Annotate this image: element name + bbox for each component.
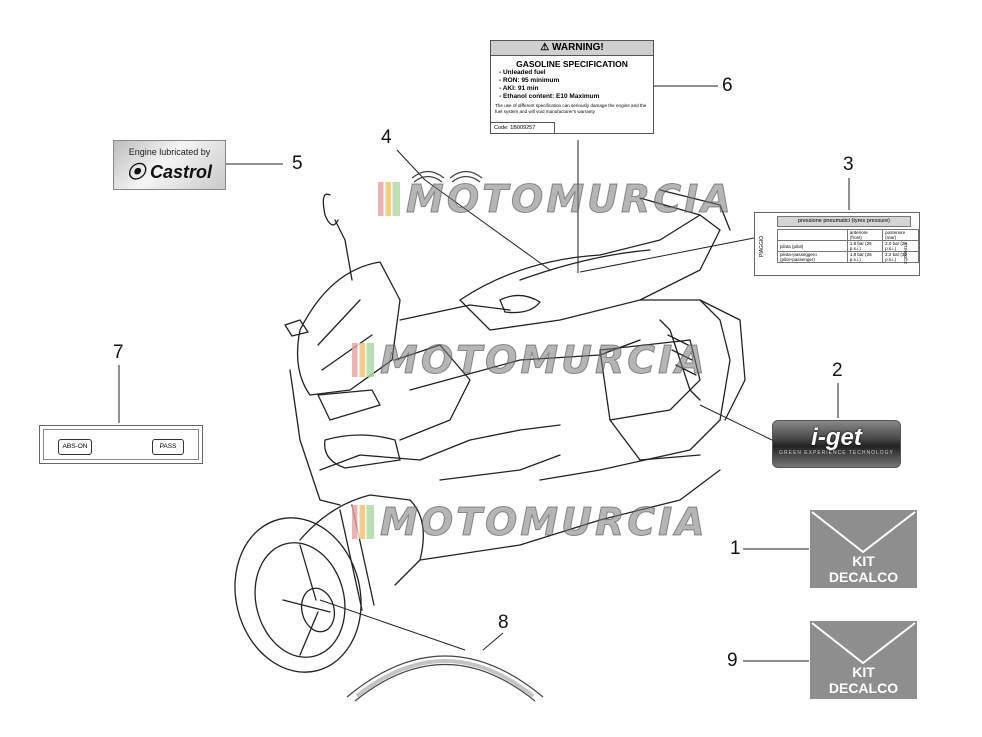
decal-4-left (411, 170, 445, 179)
decal-8-strip (346, 655, 544, 698)
watermark: MOTOMURCIA (378, 177, 734, 222)
warning-title: GASOLINE SPECIFICATION (516, 59, 628, 69)
tyre-pressure-label-part-3: pressione pneumatici (tyres pressure) PI… (754, 212, 920, 276)
tyre-brand: PIAGGIO (759, 235, 765, 257)
seat (459, 214, 721, 331)
iget-logo: i-get (811, 424, 862, 451)
warning-line: - AKI: 91 min (499, 85, 539, 92)
abs-on-marking: ABS-ON (58, 439, 92, 455)
table-row: pilota (pilot)1.8 bar (26 p.s.i.)2.0 bar… (777, 240, 919, 252)
watermark: MOTOMURCIA (352, 500, 708, 545)
callout-4: 4 (381, 127, 392, 148)
windscreen (296, 261, 401, 396)
warning-line: - Unleaded fuel (499, 69, 546, 76)
watermark: MOTOMURCIA (352, 338, 708, 383)
castrol-top-text: Engine lubricated by (128, 147, 211, 157)
warning-code: Code: 1B009257 (491, 122, 555, 133)
warning-label-part-6: ⚠ WARNING! GASOLINE SPECIFICATION - Unle… (490, 40, 654, 134)
castrol-logo-icon: ⦿ (126, 162, 145, 182)
tyre-header: pressione pneumatici (tyres pressure) (777, 216, 911, 227)
envelope-icon (811, 622, 916, 665)
callout-3: 3 (843, 154, 854, 175)
callout-8: 8 (498, 612, 509, 633)
decal-4-right (449, 170, 483, 179)
callout-7: 7 (113, 342, 124, 363)
castrol-brand: ⦿ Castrol (126, 162, 213, 182)
callout-2: 2 (832, 360, 843, 381)
iget-tagline: GREEN EXPERIENCE TECHNOLOGY (779, 450, 894, 456)
tyre-table: anteriore (front)posteriore (rear) pilot… (777, 229, 919, 263)
pass-marking: PASS (152, 439, 184, 455)
envelope-icon (811, 511, 916, 554)
warning-line: - Ethanol content: E10 Maximum (499, 93, 600, 100)
abs-label-part-7: ABS-ON PASS (39, 425, 203, 464)
castrol-label-part-5: Engine lubricated by ⦿ Castrol (113, 140, 226, 190)
iget-label-part-2: i-get GREEN EXPERIENCE TECHNOLOGY (772, 420, 901, 468)
callout-1: 1 (730, 538, 741, 559)
table-row: pilota+passeggero (pilot+passenger)1.8 b… (777, 251, 919, 263)
callout-9: 9 (727, 650, 738, 671)
front-wheel (234, 517, 362, 673)
callout-6: 6 (722, 75, 733, 96)
left-mirror (322, 193, 353, 281)
warning-line: - RON: 95 minimum (499, 77, 560, 84)
callout-5: 5 (292, 153, 303, 174)
warning-heading: ⚠ WARNING! (491, 41, 653, 56)
tyre-code: 2Q000414 (902, 242, 908, 265)
warning-note: The use of different specification can s… (495, 103, 647, 114)
